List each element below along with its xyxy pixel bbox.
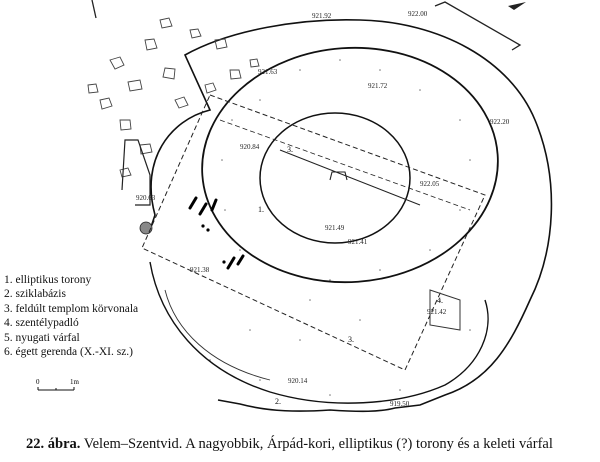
label-4: 4. (437, 296, 443, 305)
lower-inner-curve (164, 289, 271, 381)
legend-item-6: 6. égett gerenda (X.-XI. sz.) (4, 346, 133, 359)
scale-zero: 0 (36, 378, 40, 386)
svg-text:922.05: 922.05 (420, 180, 440, 188)
rubble-stones (87, 17, 260, 178)
church-outline (141, 94, 486, 371)
svg-text:921.49: 921.49 (325, 224, 345, 232)
stipple-texture (209, 59, 471, 396)
frame-top-line (91, 0, 97, 19)
tower-inner-ellipse (259, 112, 411, 244)
figure-caption: 22. ábra. Velem–Szentvid. A nagyobbik, Á… (26, 436, 553, 453)
svg-text:920.84: 920.84 (240, 143, 260, 151)
svg-text:921.92: 921.92 (312, 12, 332, 20)
svg-text:919.50: 919.50 (390, 400, 410, 408)
svg-text:921.63: 921.63 (258, 68, 278, 76)
burned-beams (188, 196, 245, 270)
burned-beam-dots (201, 224, 226, 264)
svg-text:920.63: 920.63 (136, 194, 156, 202)
label-3b: 3. (348, 335, 354, 344)
left-wall-ruin (121, 139, 151, 206)
stone-marker (139, 221, 153, 235)
label-1-inner: 1. (258, 205, 264, 214)
frame-right-top (434, 1, 522, 51)
scale-bar: 0 1m (36, 378, 80, 391)
scale-end: 1m (70, 378, 80, 386)
legend-item-3: 3. feldúlt templom körvonala (4, 302, 139, 315)
svg-text:921.38: 921.38 (190, 266, 210, 274)
legend-item-2: 2. sziklabázis (4, 288, 66, 301)
church-solid-line (279, 149, 421, 206)
svg-text:921.41: 921.41 (348, 238, 368, 246)
svg-text:921.42: 921.42 (427, 308, 447, 316)
legend-item-4: 4. szentélypadló (4, 317, 79, 330)
svg-text:922.00: 922.00 (408, 10, 428, 18)
legend-item-5: 5. nyugati várfal (4, 331, 80, 344)
elevation-labels: 921.92 922.00 921.63 921.72 922.20 922.0… (136, 10, 510, 408)
svg-text:920.14: 920.14 (288, 377, 308, 385)
north-arrow (508, 2, 526, 10)
legend-item-1: 1. elliptikus torony (4, 274, 92, 286)
svg-text:922.20: 922.20 (490, 118, 510, 126)
caption-text: Velem–Szentvid. A nagyobbik, Árpád-kori,… (80, 436, 553, 452)
church-inner-line (219, 119, 471, 211)
label-3a: 3. (287, 145, 293, 154)
lower-curve (149, 261, 489, 404)
caption-number: 22. ábra. (26, 436, 81, 452)
legend: 1. elliptikus torony 2. sziklabázis 3. f… (4, 273, 138, 359)
tower-outer-ellipse (201, 46, 499, 284)
label-2: 2. (275, 397, 281, 406)
floor-area (429, 289, 461, 331)
niche (329, 171, 348, 181)
svg-text:921.72: 921.72 (368, 82, 388, 90)
outer-wall-shell (149, 18, 553, 413)
